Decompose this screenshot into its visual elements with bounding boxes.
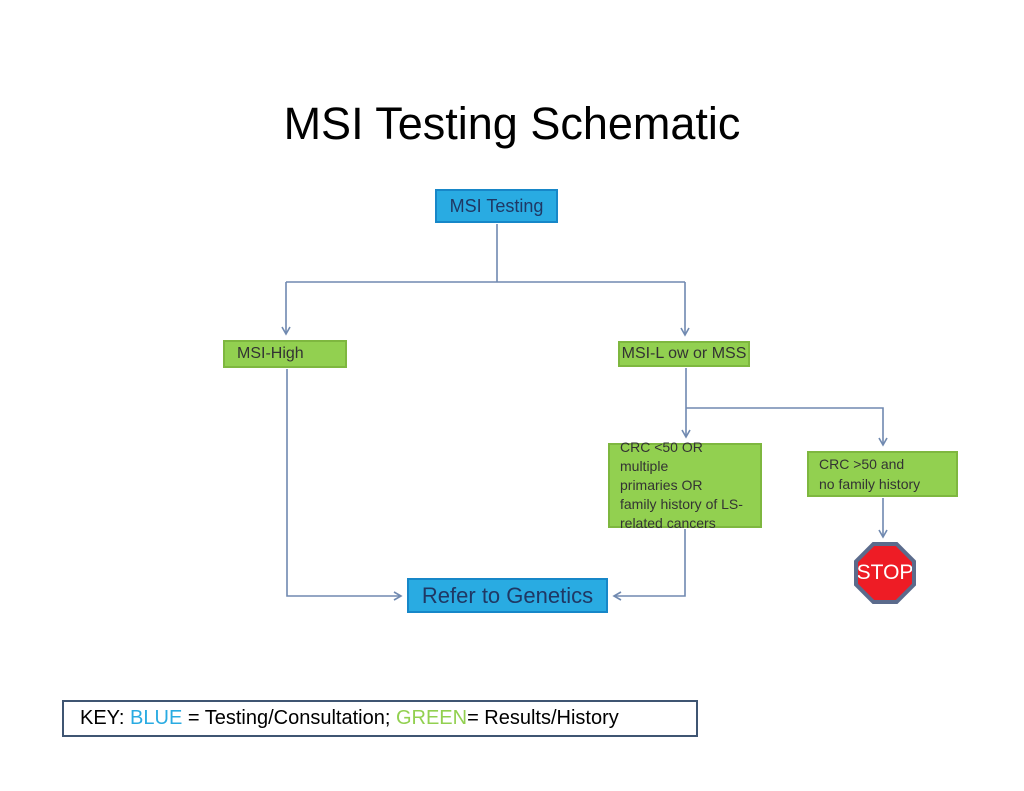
node-msi-low-or-mss-label: MSI-L ow or MSS — [621, 345, 747, 362]
stop-sign-label: STOP — [856, 561, 914, 584]
node-crc-under-50-line-1: CRC <50 OR multiple — [620, 439, 703, 474]
connector-to-crc-over-50 — [686, 407, 888, 447]
node-crc-over-50-line-1: CRC >50 and — [819, 456, 905, 472]
stop-sign-icon: STOP — [854, 542, 916, 604]
key-green-term: GREEN — [395, 707, 468, 729]
key-box: KEY: BLUE = Testing/Consultation; GREEN … — [62, 700, 698, 737]
node-refer-to-genetics-label: Refer to Genetics — [421, 582, 594, 608]
node-msi-high-label: MSI-High — [237, 345, 304, 362]
page-title: MSI Testing Schematic — [283, 98, 741, 149]
key-mid-text: = Testing/Consultation; — [182, 707, 396, 729]
node-crc-under-50-line-3: family history of LS- — [620, 496, 743, 512]
node-msi-testing-label: MSI Testing — [449, 195, 544, 216]
node-refer-to-genetics: Refer to Genetics — [407, 578, 608, 613]
node-crc-under-50: CRC <50 OR multiple primaries OR family … — [608, 439, 762, 531]
connector-crc-under-50-to-refer — [612, 529, 686, 601]
node-crc-under-50-line-4: related cancers — [620, 515, 716, 531]
node-crc-under-50-line-2: primaries OR — [620, 477, 703, 493]
key-prefix: KEY: — [80, 707, 131, 729]
key-blue-term: BLUE — [130, 707, 183, 729]
key-suffix-text: = Results/History — [467, 707, 619, 729]
connector-msi-high-to-refer — [286, 369, 403, 601]
node-crc-over-50-line-2: no family history — [819, 476, 921, 492]
node-msi-low-or-mss: MSI-L ow or MSS — [618, 341, 750, 367]
node-msi-testing: MSI Testing — [435, 189, 558, 223]
node-crc-over-50: CRC >50 and no family history — [807, 451, 958, 497]
stop-sign-face: STOP — [858, 546, 912, 600]
connector-top-tree — [286, 224, 685, 283]
node-msi-high: MSI-High — [223, 340, 347, 368]
